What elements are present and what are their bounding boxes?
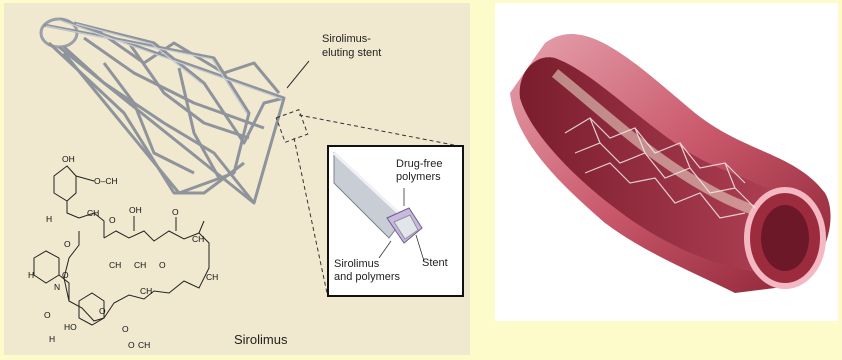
atom-oh-top: OH (62, 155, 75, 164)
atom-ch3-d: CH (134, 261, 146, 270)
sirolimus-polymers-label-line1: Sirolimus (334, 258, 379, 271)
drug-free-label-line2: polymers (396, 171, 441, 184)
sirolimus-polymers-label-line2: and polymers (334, 271, 400, 284)
stent-label-line1: Sirolimus- (322, 33, 371, 46)
sirolimus-structure (34, 166, 209, 325)
atom-ch3-c: CH (109, 261, 121, 270)
atom-o-ester: O (64, 240, 71, 249)
molecule-name: Sirolimus (234, 333, 287, 346)
atom-ch3-b: CH (192, 235, 204, 244)
stent-inset-label: Stent (422, 257, 448, 270)
atom-ho: HO (64, 323, 77, 332)
stent-leader-line (287, 61, 309, 88)
atom-o-mid: O (172, 208, 179, 217)
callout-line-top (299, 115, 459, 146)
stent-illustration-panel: Sirolimus- eluting stent Drug-free polym… (4, 3, 470, 355)
atom-h-a: H (46, 215, 52, 224)
atom-och3-top: O–CH (94, 177, 118, 186)
atom-o-lower2: O (44, 311, 51, 320)
callout-line-bottom (294, 138, 327, 293)
artery-drawing (495, 3, 838, 321)
stent-label-line2: eluting stent (322, 47, 381, 60)
callout-marker (276, 110, 307, 143)
atom-o-ring: O (159, 261, 166, 270)
atom-oh-mid: OH (129, 206, 142, 215)
atom-h3c: H (49, 335, 55, 344)
drug-free-label-line1: Drug-free (396, 158, 442, 171)
atom-ch3-g: CH (138, 341, 150, 350)
atom-ch3-a: CH (87, 209, 99, 218)
atom-h-b: H (28, 271, 34, 280)
atom-ch3-f: CH (140, 287, 152, 296)
atom-n: N (54, 283, 60, 292)
atom-o-ketone: O (109, 216, 116, 225)
atom-o-bot: O (122, 325, 129, 334)
atom-och3-bot: O (128, 341, 135, 350)
atom-o-pyran: O (99, 307, 106, 316)
artery-vessel (510, 34, 831, 293)
atom-ch3-e: CH (206, 273, 218, 282)
stent-mesh (41, 19, 284, 203)
artery-illustration-panel (495, 3, 838, 321)
atom-o-lower: O (62, 271, 69, 280)
